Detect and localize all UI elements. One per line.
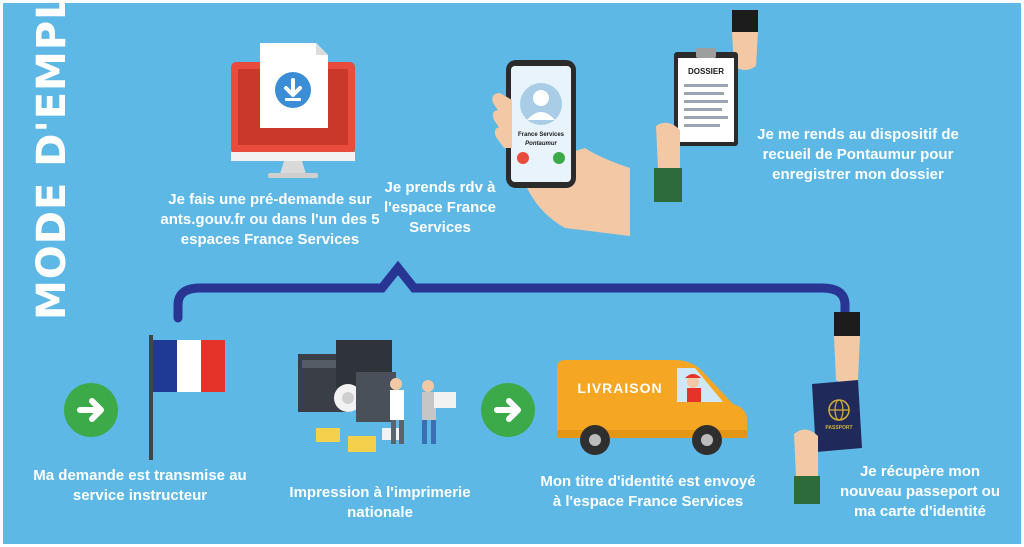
- download-icon: [275, 72, 311, 108]
- dossier-illustration: [654, 10, 758, 202]
- monitor-illustration: [231, 43, 355, 178]
- dossier-label: DOSSIER: [687, 67, 724, 76]
- passport-label: PASSPORT: [825, 425, 853, 431]
- avatar: [520, 83, 562, 125]
- step-envoye-text: Mon titre d'identité est envoyé à l'espa…: [540, 473, 756, 510]
- delivery-van-illustration: [557, 360, 747, 455]
- step-transmise-text: Ma demande est transmise au service inst…: [33, 467, 247, 504]
- passport-illustration: [794, 312, 862, 504]
- step-recupere-text: Je récupère mon nouveau passeport ou ma …: [839, 463, 1001, 520]
- step-predemande-text: Je fais une pré-demande sur ants.gouv.fr…: [160, 191, 380, 248]
- call-buttons: [517, 152, 565, 164]
- printing-press-illustration: [298, 340, 456, 452]
- van-label: LIVRAISON: [577, 380, 663, 396]
- step-dossier-text: Je me rends au dispositif de recueil de …: [757, 126, 959, 183]
- arrow-right-icon: [481, 383, 535, 437]
- arrow-right-icon: [64, 383, 118, 437]
- phone-caller-place: Pontaumur: [525, 141, 557, 147]
- phone-caller-name: France Services: [517, 132, 565, 138]
- step-impression-text: Impression à l'imprimerie nationale: [289, 484, 471, 521]
- step-rdv-text: Je prends rdv à l'espace France Services: [384, 179, 496, 236]
- french-flag-illustration: [149, 335, 225, 460]
- globe-icon: [828, 399, 850, 421]
